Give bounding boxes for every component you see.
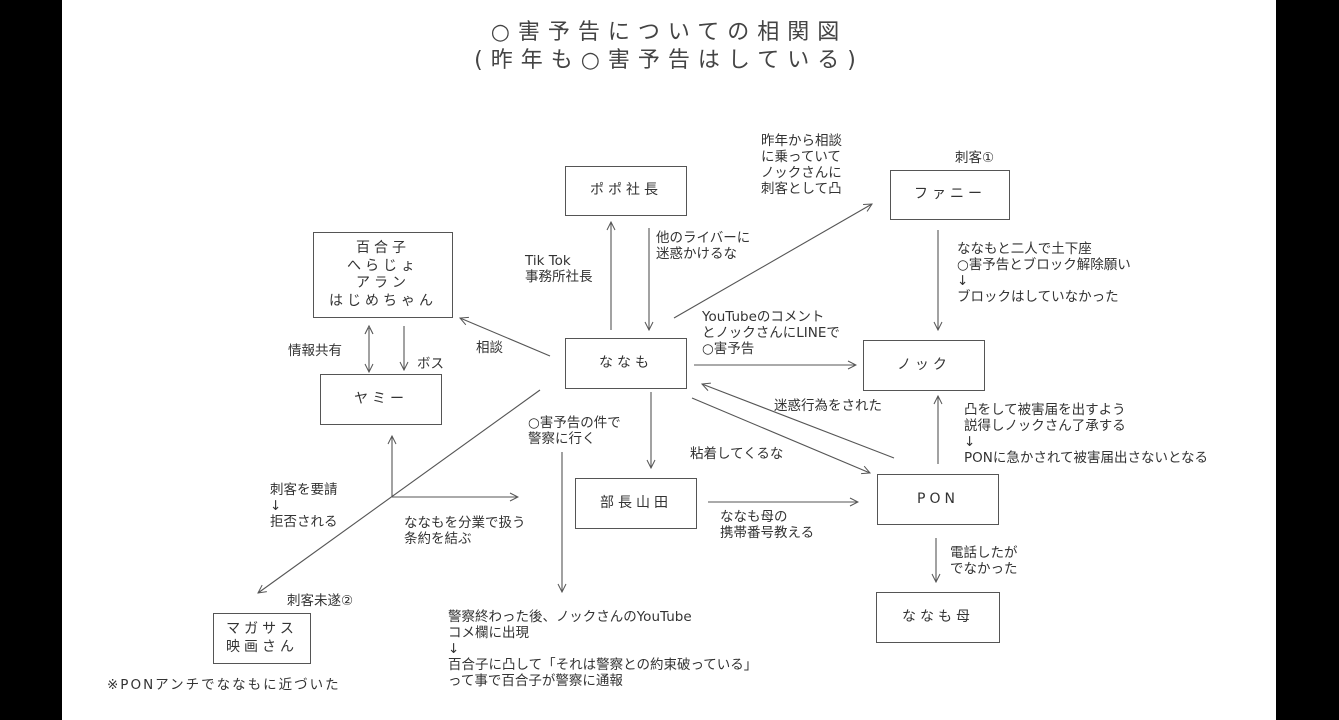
- label-text-line: ○害予告の件で: [528, 415, 621, 431]
- node-fanny: ファニー: [890, 170, 1010, 220]
- arrow-nanamo-to-group: [460, 318, 551, 357]
- label-failed-assassin-2: 刺客未遂②: [287, 593, 353, 609]
- title-line-2: (昨年も○害予告はしている): [474, 48, 864, 73]
- label-text-line: ブロックはしていなかった: [957, 289, 1119, 305]
- label-text-line: Tik Tok: [525, 253, 571, 269]
- node-text-line: アラン: [356, 275, 410, 291]
- node-text-line: ファニー: [914, 186, 986, 203]
- title-line-1: ○害予告についての相関図: [490, 20, 848, 45]
- label-text-line: ↓: [448, 641, 460, 657]
- arrow-nanamo-to-fanny: [673, 204, 872, 319]
- label-text-line: 迷惑かけるな: [656, 246, 737, 262]
- arrow-head: [364, 324, 374, 335]
- label-text-line: 警察に行く: [528, 431, 596, 447]
- label-call-not-answered: 電話したがでなかった: [950, 545, 1018, 577]
- node-yamada: 部長山田: [575, 478, 697, 529]
- label-text-line: ○害予告: [702, 341, 755, 357]
- label-text-line: ※PONアンチでななもに近づいた: [107, 677, 341, 693]
- node-text-line: ななも母: [902, 608, 974, 625]
- label-stop-stalking: 粘着してくるな: [690, 446, 783, 462]
- label-text-line: 粘着してくるな: [690, 446, 784, 462]
- node-text-line: 百合子: [356, 240, 410, 256]
- node-text-line: はじめちゃん: [329, 292, 437, 309]
- label-text-line: ↓: [964, 434, 976, 450]
- label-text-line: でなかった: [950, 561, 1018, 577]
- arrow-nanamo-to-pon: [691, 397, 870, 473]
- label-text-line: ノックさんに: [761, 165, 842, 181]
- label-text-line: PONに急かされて被害届出さないとなる: [964, 450, 1209, 466]
- label-info-sharing: 情報共有: [288, 343, 342, 359]
- node-pon: PON: [877, 474, 999, 525]
- node-text-line: ノック: [897, 356, 951, 373]
- node-nanamo-mother: ななも母: [876, 592, 1000, 643]
- node-magasasu: マガサス映画さん: [213, 613, 311, 664]
- node-text-line: PON: [917, 490, 959, 507]
- label-text-line: って事で百合子が警察に通報: [448, 673, 623, 689]
- label-text-line: 相談: [476, 340, 503, 356]
- label-text-line: 昨年から相談: [761, 133, 842, 149]
- label-text-line: 説得しノックさん了承する: [964, 418, 1126, 434]
- node-text-line: ななも: [599, 354, 653, 371]
- node-text-line: 映画さん: [226, 638, 298, 655]
- label-text-line: 拒否される: [270, 514, 338, 530]
- label-boss: ボス: [417, 356, 444, 372]
- label-text-line: 百合子に凸して「それは警察との約束破っている」: [448, 657, 758, 673]
- label-text-line: YouTubeのコメント: [702, 309, 825, 325]
- node-knock: ノック: [863, 340, 985, 391]
- label-text-line: コメ欄に出現: [448, 625, 529, 641]
- node-yuriko-group: 百合子へらじょアランはじめちゃん: [313, 232, 453, 318]
- label-text-line: 迷惑行為をされた: [774, 398, 882, 414]
- label-text-line: 他のライバーに: [656, 230, 751, 246]
- arrow-pon-to-nanamo: [702, 384, 895, 459]
- label-treaty: ななもを分業で扱う条約を結ぶ: [404, 515, 526, 547]
- label-text-line: 刺客として凸: [761, 181, 842, 197]
- label-text-line: に乗っていて: [761, 149, 841, 165]
- label-text-line: 刺客①: [955, 150, 995, 166]
- label-text-line: ななもを分業で扱う: [404, 515, 526, 531]
- label-text-line: ななもと二人で土下座: [957, 241, 1092, 257]
- label-text-line: 条約を結ぶ: [404, 531, 472, 547]
- node-text-line: 部長山田: [600, 494, 672, 511]
- label-dogeza-request: ななもと二人で土下座○害予告とブロック解除願い↓ブロックはしていなかった: [957, 241, 1131, 305]
- label-text-line: 警察終わった後、ノックさんのYouTube: [448, 609, 692, 625]
- label-consultation: 相談: [476, 340, 503, 356]
- node-text-line: マガサス: [226, 621, 298, 637]
- node-nanamo: ななも: [565, 338, 687, 389]
- label-assassin-note: 昨年から相談に乗っていてノックさんに刺客として凸: [761, 133, 842, 197]
- node-text-line: ポポ社長: [590, 182, 662, 199]
- label-text-line: 事務所社長: [525, 269, 593, 285]
- label-text-line: 刺客未遂②: [287, 593, 354, 609]
- label-go-to-police: ○害予告の件で警察に行く: [528, 415, 621, 447]
- diagram-canvas: ○害予告についての相関図 (昨年も○害予告はしている): [62, 0, 1276, 720]
- label-text-line: 凸をして被害届を出すよう: [964, 402, 1126, 418]
- label-pon-anti-note: ※PONアンチでななもに近づいた: [107, 677, 341, 693]
- label-text-line: とノックさんにLINEで: [702, 325, 840, 341]
- label-text-line: 情報共有: [288, 343, 342, 359]
- label-text-line: ↓: [957, 273, 969, 289]
- label-text-line: 刺客を要請: [270, 482, 338, 498]
- node-popo-president: ポポ社長: [565, 166, 687, 216]
- node-yami: ヤミー: [320, 374, 442, 425]
- arrow-nanamo-to-magasasu: [258, 389, 541, 593]
- node-text-line: へらじょ: [347, 257, 419, 274]
- label-fanny-assassin-1: 刺客①: [955, 150, 994, 166]
- node-text-line: ヤミー: [354, 390, 408, 407]
- label-youtube-line-threat: YouTubeのコメントとノックさんにLINEで○害予告: [702, 309, 840, 357]
- label-text-line: ↓: [270, 498, 282, 514]
- label-text-line: ななも母の: [720, 509, 788, 525]
- label-mother-phone-number: ななも母の携帯番号教える: [720, 509, 814, 541]
- label-assassin-request: 刺客を要請↓拒否される: [270, 482, 338, 530]
- label-text-line: ボス: [417, 356, 444, 372]
- label-text-line: ○害予告とブロック解除願い: [957, 257, 1131, 273]
- relation-arrows: [62, 0, 1276, 720]
- label-text-line: 電話したが: [950, 545, 1018, 561]
- label-text-line: 携帯番号教える: [720, 525, 815, 541]
- label-dont-bother-other-livers: 他のライバーに迷惑かけるな: [656, 230, 750, 262]
- label-nuisance: 迷惑行為をされた: [774, 398, 882, 414]
- label-damage-report: 凸をして被害届を出すよう説得しノックさん了承する↓PONに急かされて被害届出さな…: [964, 402, 1208, 466]
